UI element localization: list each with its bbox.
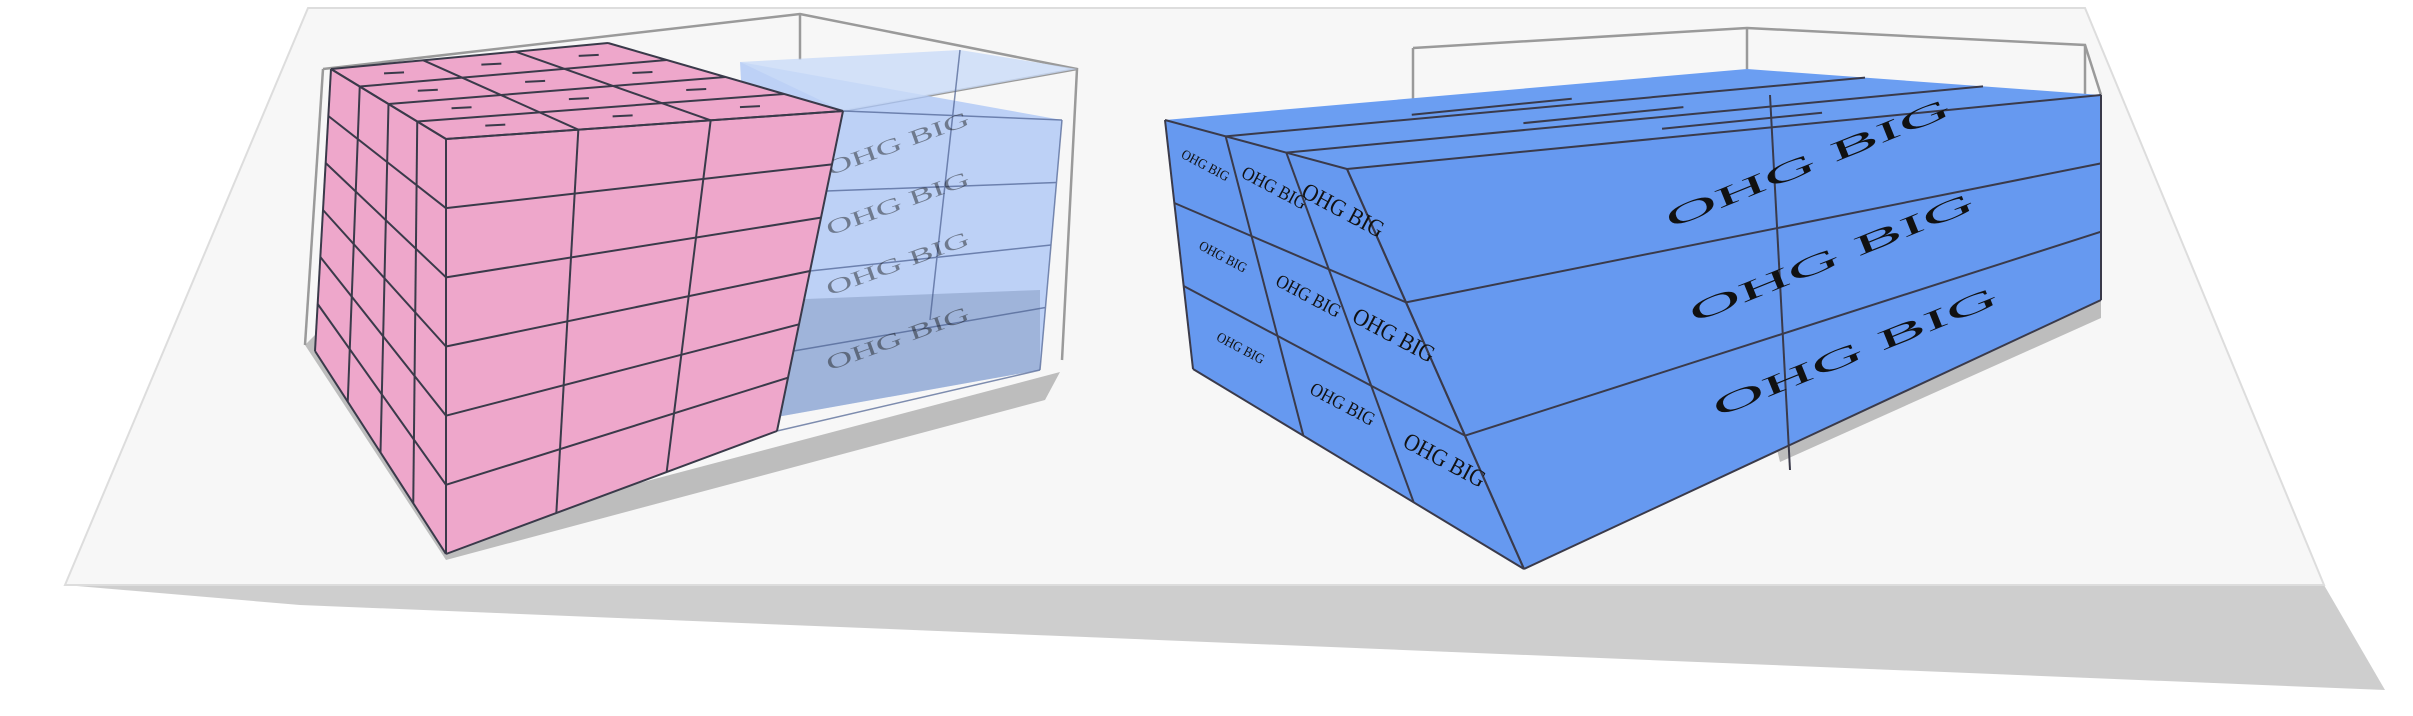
box-edge — [330, 68, 447, 140]
top-label-mark — [383, 71, 405, 75]
box-edge — [445, 430, 778, 555]
box-edge — [1183, 285, 1466, 437]
pink-box-edges — [314, 42, 844, 555]
box-edge — [445, 323, 800, 417]
blue-front-face — [1347, 95, 2101, 569]
box-edge — [809, 244, 1052, 272]
box-edge — [445, 270, 811, 348]
box-edge — [793, 306, 1046, 352]
box-edge — [417, 93, 785, 123]
blue-left-face — [1165, 120, 1524, 569]
pallet-base — [1770, 300, 2101, 462]
top-label-mark — [485, 123, 506, 127]
box-edge — [445, 216, 822, 279]
box-edge — [388, 76, 726, 105]
box-edge — [1164, 119, 1348, 170]
top-label-mark — [686, 88, 707, 92]
box-edge — [445, 110, 844, 140]
box-edge — [1173, 202, 1407, 304]
box-edge — [445, 163, 833, 210]
box-edge — [322, 209, 447, 348]
box-edge — [445, 376, 789, 486]
box-edge — [1405, 162, 2102, 304]
box-edge — [1286, 85, 1984, 154]
top-label-mark — [632, 70, 653, 74]
box-edge — [327, 115, 447, 209]
box-edge — [929, 49, 961, 321]
box-edge — [1346, 94, 2102, 170]
top-label-mark — [739, 105, 761, 109]
top-label-mark — [568, 97, 589, 101]
top-label-mark — [451, 106, 472, 110]
top-label-mark — [481, 62, 502, 66]
box-edge — [776, 369, 1041, 432]
box-edge — [1523, 299, 2102, 570]
box-edge — [1192, 368, 1525, 570]
top-label-mark — [417, 88, 438, 92]
box-edge — [1346, 168, 1525, 570]
top-label-mark — [578, 53, 599, 57]
top-label-mark — [1523, 106, 1684, 125]
box-edge — [1224, 136, 1305, 436]
box-edge — [330, 42, 609, 70]
box-edge — [324, 162, 447, 279]
top-label-mark — [1411, 97, 1572, 116]
container-edge — [1769, 94, 1791, 471]
top-label-mark — [612, 114, 633, 118]
top-label-mark — [1661, 111, 1823, 130]
box-edge — [314, 350, 447, 555]
box-edge — [319, 256, 447, 417]
box-edge — [1285, 152, 1415, 503]
pink-top-face — [331, 43, 843, 139]
box-edge — [316, 303, 447, 486]
box-edge — [1225, 76, 1866, 138]
box-edge — [1164, 119, 1194, 370]
top-label-mark — [525, 79, 546, 83]
blue-box-edges — [1164, 76, 2102, 570]
box-edge — [359, 59, 667, 88]
floor-shadow — [65, 585, 2385, 690]
box-edge — [826, 181, 1057, 192]
